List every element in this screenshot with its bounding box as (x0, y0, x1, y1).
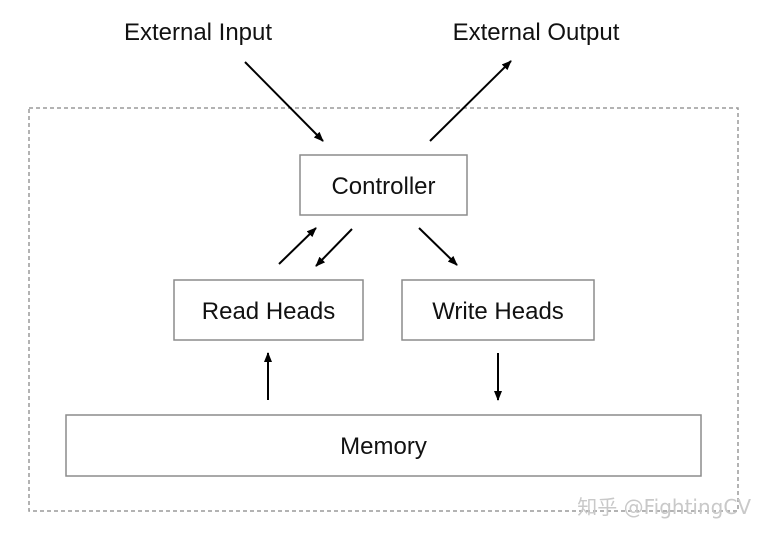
arrow-controller-to-read-heads (315, 228, 353, 267)
arrow-input-to-controller (244, 61, 324, 142)
external-output-label: External Output (453, 19, 620, 46)
external-input-label: External Input (124, 19, 272, 46)
controller-node: Controller (299, 154, 468, 216)
write-heads-box (401, 279, 595, 341)
read-heads-node: Read Heads (173, 279, 364, 341)
memory-label: Memory (340, 433, 427, 460)
memory-node: Memory (65, 414, 702, 477)
arrow-controller-to-write-heads (418, 227, 458, 266)
arrow-read-heads-to-controller (278, 227, 317, 265)
controller-box (299, 154, 468, 216)
read-heads-label: Read Heads (202, 298, 335, 325)
system-boundary (28, 107, 739, 512)
write-heads-label: Write Heads (432, 298, 564, 325)
read-heads-box (173, 279, 364, 341)
watermark: 知乎 @FightingCV (577, 495, 751, 519)
write-heads-node: Write Heads (401, 279, 595, 341)
memory-box (65, 414, 702, 477)
controller-label: Controller (331, 173, 435, 200)
arrow-controller-to-output (429, 60, 512, 142)
